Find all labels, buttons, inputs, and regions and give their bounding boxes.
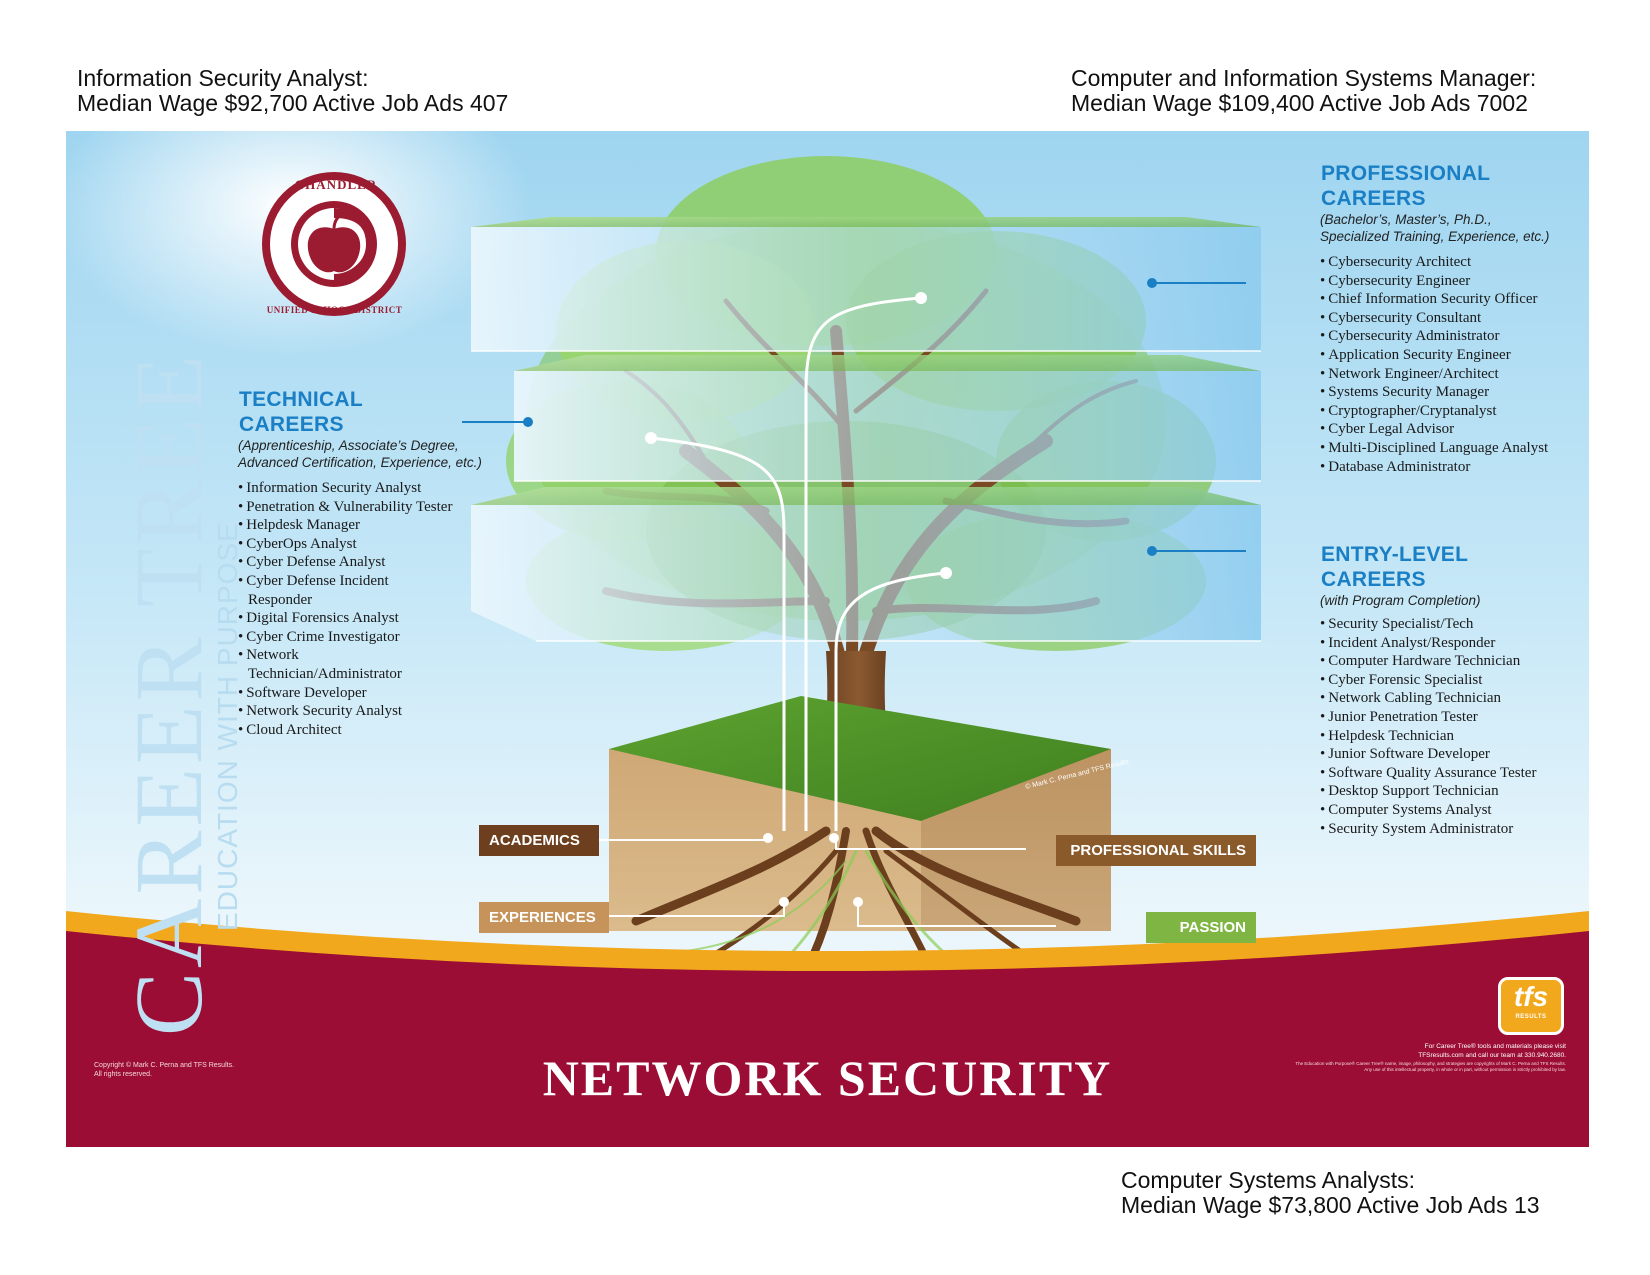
fine-print-line-2: Any use of this intellectual property, i… [1364,1067,1566,1072]
professional-sub-line-1: (Bachelor’s, Master’s, Ph.D., [1320,212,1492,227]
career-item: Database Administrator [1320,458,1550,477]
entry-title-line-1: ENTRY-LEVEL [1321,543,1469,566]
career-item: Junior Software Developer [1320,745,1555,764]
technical-careers-subtitle: (Apprenticeship, Associate’s Degree, Adv… [238,437,482,471]
stat-computer-information-systems-manager: Computer and Information Systems Manager… [1071,66,1536,116]
technical-careers-title: TECHNICAL CAREERS [239,387,363,437]
career-item: Application Security Engineer [1320,346,1550,365]
career-item: Computer Systems Analyst [1320,801,1555,820]
career-item: Cybersecurity Consultant [1320,309,1550,328]
career-item: Network Technician/Administrator [238,646,453,683]
technical-sub-line-1: (Apprenticeship, Associate’s Degree, [238,438,459,453]
career-item: Computer Hardware Technician [1320,652,1555,671]
technical-careers-list: Information Security AnalystPenetration … [238,479,453,739]
banner-title: NETWORK SECURITY [542,1050,1113,1106]
root-label-passion: PASSION [1146,912,1256,943]
entry-title-line-2: CAREERS [1321,568,1426,591]
career-item: Network Security Analyst [238,702,453,721]
stat-title: Computer and Information Systems Manager… [1071,65,1537,91]
fine-print-line-1: The Education with Purpose® Career Tree®… [1295,1061,1566,1066]
career-item: Desktop Support Technician [1320,782,1555,801]
career-item: Cybersecurity Engineer [1320,272,1550,291]
root-label-experiences: EXPERIENCES [479,902,609,933]
cusd-logo [262,172,406,316]
professional-careers-list: Cybersecurity ArchitectCybersecurity Eng… [1320,253,1550,476]
logo-ring-text: UNIFIED SCHOOL DISTRICT [266,305,403,315]
poster-artwork: © Mark C. Perna and TFS Results [66,131,1589,1147]
copyright-left-line-1: Copyright © Mark C. Perna and TFS Result… [94,1062,235,1069]
stat-title: Computer Systems Analysts: [1121,1167,1415,1193]
career-item: Security Specialist/Tech [1320,615,1555,634]
promo-text: For Career Tree® tools and materials ple… [1366,1042,1566,1060]
career-item: Incident Analyst/Responder [1320,634,1555,653]
career-item: Cloud Architect [238,721,453,740]
entry-level-careers-title: ENTRY-LEVEL CAREERS [1321,542,1468,592]
entry-sub-line-1: (with Program Completion) [1320,593,1481,608]
entry-level-careers-subtitle: (with Program Completion) [1320,592,1481,609]
career-item: Helpdesk Manager [238,516,453,535]
promo-line-1: For Career Tree® tools and materials ple… [1424,1043,1566,1050]
slab-technical [514,355,1261,482]
entry-level-careers-list: Security Specialist/TechIncident Analyst… [1320,615,1555,838]
career-item: Cyber Defense Analyst [238,553,453,572]
fine-print: The Education with Purpose® Career Tree®… [1096,1061,1566,1073]
stat-detail: Median Wage $109,400 Active Job Ads 7002 [1071,90,1528,116]
root-label-academics: ACADEMICS [479,825,599,856]
professional-title-line-2: CAREERS [1321,187,1426,210]
career-item: Software Developer [238,684,453,703]
career-item: Digital Forensics Analyst [238,609,453,628]
career-item: Junior Penetration Tester [1320,708,1555,727]
tfs-logo-tagline: RESULTS [1515,1014,1547,1020]
professional-title-line-1: PROFESSIONAL [1321,162,1491,185]
technical-title-line-1: TECHNICAL [239,388,364,411]
stat-detail: Median Wage $92,700 Active Job Ads 407 [77,90,509,116]
career-item: Helpdesk Technician [1320,727,1555,746]
career-item: Cyber Forensic Specialist [1320,671,1555,690]
career-item: Software Quality Assurance Tester [1320,764,1555,783]
tfs-logo-text: tfs [1513,981,1549,1012]
career-tree-poster: © Mark C. Perna and TFS Results [66,131,1589,1147]
career-tree-vertical-title: CAREER TREE [115,351,222,1036]
promo-line-2: TFSresults.com and call our team at 330.… [1418,1052,1566,1059]
career-item: Cybersecurity Architect [1320,253,1550,272]
professional-sub-line-2: Specialized Training, Experience, etc.) [1320,229,1550,244]
stat-information-security-analyst: Information Security Analyst: Median Wag… [77,66,508,116]
copyright-left: Copyright © Mark C. Perna and TFS Result… [94,1061,234,1079]
stat-title: Information Security Analyst: [77,65,369,91]
banner-red [66,931,1589,1147]
section-connectors [462,278,1246,556]
career-item: CyberOps Analyst [238,535,453,554]
stat-detail: Median Wage $73,800 Active Job Ads 13 [1121,1192,1540,1218]
career-item: Systems Security Manager [1320,383,1550,402]
career-item: Network Engineer/Architect [1320,365,1550,384]
career-item: Penetration & Vulnerability Tester [238,498,453,517]
career-item: Chief Information Security Officer [1320,290,1550,309]
slab-entry-level [471,487,1261,642]
career-item: Cyber Legal Advisor [1320,420,1550,439]
root-label-professional-skills: PROFESSIONAL SKILLS [1056,835,1256,866]
technical-sub-line-2: Advanced Certification, Experience, etc.… [238,455,482,470]
professional-careers-subtitle: (Bachelor’s, Master’s, Ph.D., Specialize… [1320,211,1549,245]
tfs-results-logo: tfs RESULTS [1498,977,1564,1035]
career-item: Cyber Defense Incident Responder [238,572,453,609]
career-item: Information Security Analyst [238,479,453,498]
apple-icon [307,227,361,273]
career-item: Cyber Crime Investigator [238,628,453,647]
career-item: Network Cabling Technician [1320,689,1555,708]
copyright-left-line-2: All rights reserved. [94,1071,152,1078]
professional-careers-title: PROFESSIONAL CAREERS [1321,161,1490,211]
slab-professional [471,217,1261,352]
logo-top-text: CHANDLER [294,177,378,192]
technical-title-line-2: CAREERS [239,413,344,436]
career-item: Security System Administrator [1320,820,1555,839]
tree-pointer-lines [650,296,947,831]
career-item: Multi-Disciplined Language Analyst [1320,439,1550,458]
career-item: Cybersecurity Administrator [1320,327,1550,346]
career-item: Cryptographer/Cryptanalyst [1320,402,1550,421]
stat-computer-systems-analysts: Computer Systems Analysts: Median Wage $… [1121,1168,1540,1218]
